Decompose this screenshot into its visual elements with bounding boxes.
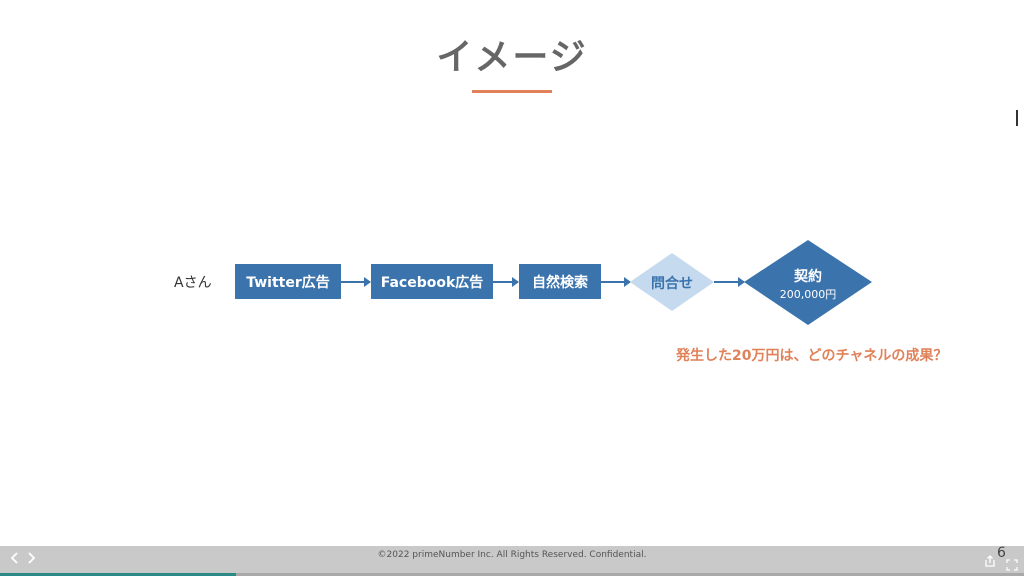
side-marker [1016,110,1018,126]
title-underline [472,90,552,93]
step-facebook-ad: Facebook広告 [371,264,493,299]
progress-fill [0,573,236,576]
flow-arrow-1 [341,277,371,287]
flow-arrow-3 [601,277,631,287]
share-icon[interactable] [983,553,997,567]
contract-diamond-shape [744,240,872,325]
inquiry-diamond-shape [630,253,714,311]
step-organic-search: 自然検索 [519,264,601,299]
fullscreen-icon[interactable] [1006,556,1020,571]
step-twitter-ad: Twitter広告 [235,264,341,299]
progress-track[interactable] [0,573,1024,576]
flow-arrow-4 [714,277,745,287]
flow-arrow-2 [493,277,519,287]
chevron-left-icon[interactable] [8,550,22,566]
chevron-right-icon[interactable] [24,550,38,566]
presentation-footer: ©2022 primeNumber Inc. All Rights Reserv… [0,546,1024,576]
inquiry-label: 問合せ [651,276,693,292]
page-number: 6 [997,545,1006,561]
slide-title: イメージ [436,37,588,78]
person-label: Aさん [174,275,212,291]
attribution-question: 発生した20万円は、どのチャネルの成果？ [676,348,948,364]
contract-diamond: 契約 200,000円 [744,240,872,325]
contract-label: 契約 [794,269,822,285]
copyright-text: ©2022 primeNumber Inc. All Rights Reserv… [377,550,647,560]
contract-amount: 200,000円 [779,288,837,301]
inquiry-diamond: 問合せ [630,253,714,311]
slide: イメージ Aさん Twitter広告 Facebook広告 自然検索 問合せ 契… [174,37,1018,364]
